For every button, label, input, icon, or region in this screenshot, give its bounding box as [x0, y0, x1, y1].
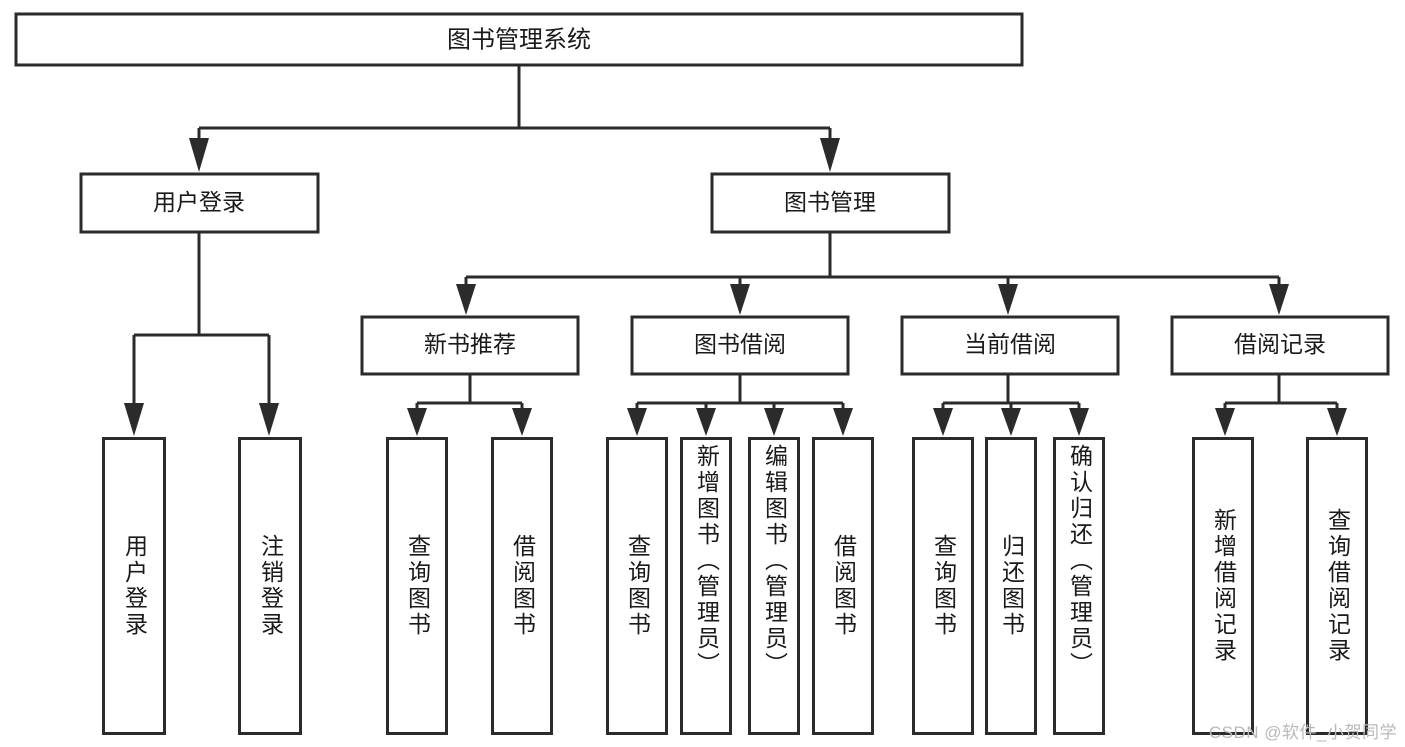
node-book-management[interactable]: 图书管理 — [710, 172, 951, 234]
node-label-current-borrow: 当前借阅 — [964, 331, 1056, 357]
leaf-label-nbr-borrow-book: 借阅图书 — [509, 534, 536, 638]
connector-group-user-login — [124, 233, 279, 436]
arrow-head-cb-query — [933, 408, 953, 436]
connector-group-book-mgmt — [456, 233, 1289, 315]
arrow-head-book-mgmt — [820, 138, 840, 172]
connector-group-book-borrow — [627, 375, 853, 436]
node-root-system[interactable]: 图书管理系统 — [14, 12, 1024, 67]
watermark-text: CSDN @软件_小贺同学 — [1208, 723, 1397, 742]
leaf-node-br-query-record[interactable]: 查询借阅记录 — [1306, 437, 1368, 735]
leaf-node-nbr-query-book[interactable]: 查询图书 — [386, 437, 448, 735]
node-label-book-borrow: 图书借阅 — [694, 331, 786, 357]
leaf-label-cb-return-book: 归还图书 — [998, 534, 1025, 638]
arrow-head-br-query — [1327, 408, 1347, 436]
node-new-book-recommend[interactable]: 新书推荐 — [360, 315, 580, 376]
node-current-borrow[interactable]: 当前借阅 — [900, 315, 1120, 376]
connector-group-root — [189, 66, 840, 172]
node-box-borrow-records[interactable] — [1170, 315, 1390, 376]
leaf-node-nbr-borrow-book[interactable]: 借阅图书 — [491, 437, 553, 735]
connector-group-current-borrow — [933, 375, 1089, 436]
arrow-head-bb-query — [627, 408, 647, 436]
arrow-head-nbr-borrow — [512, 408, 532, 436]
leaf-label-br-query-record: 查询借阅记录 — [1324, 508, 1351, 664]
leaf-node-cb-query-book[interactable]: 查询图书 — [912, 437, 974, 735]
leaf-node-logout[interactable]: 注销登录 — [238, 437, 302, 735]
leaf-node-bb-query-book[interactable]: 查询图书 — [606, 437, 668, 735]
leaf-label-logout: 注销登录 — [257, 534, 284, 638]
leaf-label-user-login: 用户登录 — [121, 534, 148, 638]
leaf-node-bb-borrow-book[interactable]: 借阅图书 — [812, 437, 874, 735]
node-label-borrow-records: 借阅记录 — [1234, 331, 1326, 357]
node-box-new-book-recommend[interactable] — [360, 315, 580, 376]
connector-group-borrow-records — [1215, 375, 1347, 436]
node-label-new-book-recommend: 新书推荐 — [424, 331, 516, 357]
node-box-root[interactable] — [14, 12, 1024, 67]
node-book-borrow[interactable]: 图书借阅 — [630, 315, 850, 376]
leaf-label-nbr-query-book: 查询图书 — [404, 534, 431, 638]
arrow-head-new-book-rec — [456, 284, 476, 315]
arrow-head-cb-confirm — [1069, 408, 1089, 436]
node-borrow-records[interactable]: 借阅记录 — [1170, 315, 1390, 376]
leaf-node-user-login[interactable]: 用户登录 — [102, 437, 166, 735]
leaf-label-bb-add-book: 新增图书（管理员） — [693, 444, 720, 678]
node-label-user-login: 用户登录 — [153, 189, 245, 215]
arrow-head-bb-edit — [764, 408, 784, 436]
leaf-label-bb-query-book: 查询图书 — [624, 534, 651, 638]
arrow-head-cb-return — [1001, 408, 1021, 436]
arrow-head-user-login — [189, 138, 209, 172]
node-label-root: 图书管理系统 — [447, 26, 591, 53]
node-box-user-login[interactable] — [79, 172, 320, 234]
arrow-head-nbr-query — [407, 408, 427, 436]
arrow-head-book-borrow — [730, 284, 750, 315]
arrow-head-current-borrow — [998, 284, 1018, 315]
node-box-book-management[interactable] — [710, 172, 951, 234]
connector-group-new-book-rec — [407, 375, 532, 436]
node-box-book-borrow[interactable] — [630, 315, 850, 376]
node-box-current-borrow[interactable] — [900, 315, 1120, 376]
leaf-label-br-add-record: 新增借阅记录 — [1210, 508, 1237, 664]
node-label-book-management: 图书管理 — [784, 189, 876, 215]
arrow-head-br-add — [1215, 408, 1235, 436]
leaf-node-br-add-record[interactable]: 新增借阅记录 — [1192, 437, 1254, 735]
leaf-label-bb-borrow-book: 借阅图书 — [830, 534, 857, 638]
arrow-head-leaf-logout — [259, 403, 279, 436]
node-user-login[interactable]: 用户登录 — [79, 172, 320, 234]
leaf-label-bb-edit-book: 编辑图书（管理员） — [761, 444, 788, 678]
leaf-node-cb-confirm-return[interactable]: 确认归还（管理员） — [1053, 437, 1105, 735]
leaf-node-bb-add-book[interactable]: 新增图书（管理员） — [680, 437, 732, 735]
leaf-node-bb-edit-book[interactable]: 编辑图书（管理员） — [748, 437, 800, 735]
leaf-label-cb-confirm-return: 确认归还（管理员） — [1066, 444, 1093, 678]
arrow-head-leaf-user-login — [124, 403, 144, 436]
arrow-head-bb-borrow — [833, 408, 853, 436]
leaf-node-cb-return-book[interactable]: 归还图书 — [985, 437, 1037, 735]
arrow-head-borrow-records — [1269, 284, 1289, 315]
arrow-head-bb-add — [696, 408, 716, 436]
leaf-label-cb-query-book: 查询图书 — [930, 534, 957, 638]
